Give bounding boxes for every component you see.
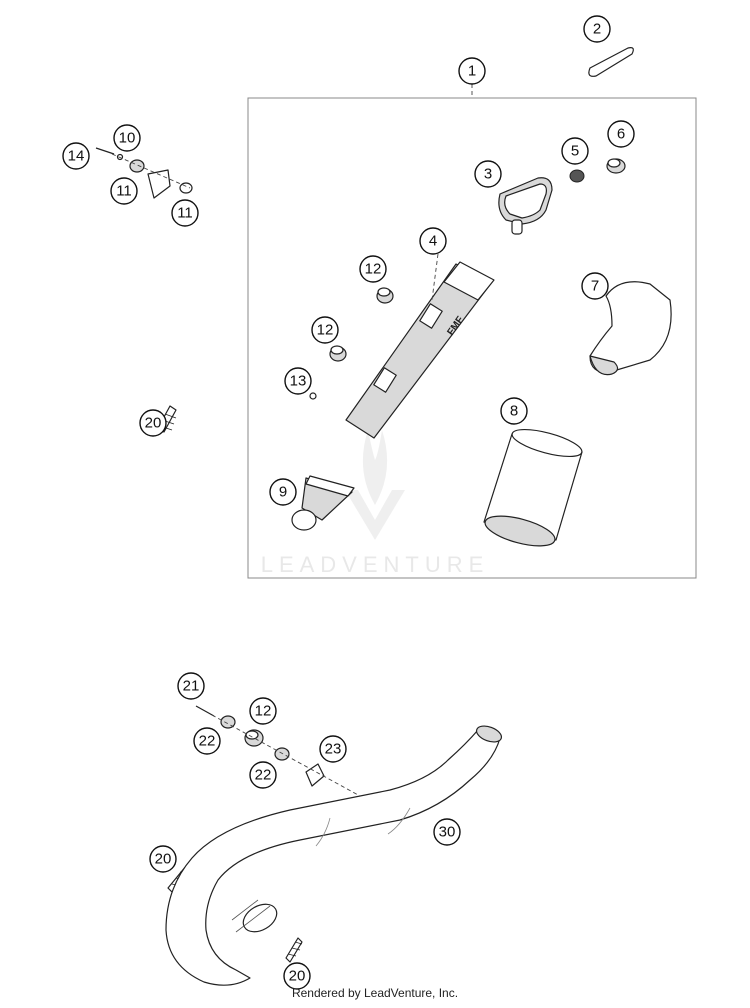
callout-12-lower: 12 <box>249 697 277 725</box>
watermark-text: LEADVENTURE <box>261 552 490 577</box>
part-8-packing-tube <box>483 428 583 547</box>
callout-5: 5 <box>561 137 589 165</box>
svg-text:2: 2 <box>593 21 601 38</box>
svg-text:11: 11 <box>116 183 132 200</box>
callout-11-right: 11 <box>171 199 199 227</box>
svg-text:20: 20 <box>145 415 162 432</box>
part-2-sticker <box>588 47 634 77</box>
part-30-header-pipe <box>165 725 503 986</box>
callout-20-upper: 20 <box>139 409 167 437</box>
watermark: LEADVENTURE <box>261 430 490 577</box>
callout-13: 13 <box>284 367 312 395</box>
callout-22-lower: 22 <box>249 761 277 789</box>
svg-text:13: 13 <box>290 373 307 390</box>
part-7-packing-sheet <box>589 281 672 376</box>
svg-text:1: 1 <box>468 63 476 80</box>
callout-6: 6 <box>607 120 635 148</box>
callout-3: 3 <box>474 160 502 188</box>
part-12-grommet-middle <box>329 345 347 362</box>
svg-text:7: 7 <box>591 278 599 295</box>
part-13-rivet <box>309 392 317 400</box>
callout-7: 7 <box>581 272 609 300</box>
svg-text:12: 12 <box>365 261 382 278</box>
callout-21: 21 <box>177 672 205 700</box>
svg-text:20: 20 <box>289 968 306 985</box>
callout-20-lower-right: 20 <box>283 962 311 990</box>
svg-text:6: 6 <box>617 126 625 143</box>
footer-credit: Rendered by LeadVenture, Inc. <box>291 986 459 1000</box>
leader-4 <box>431 253 439 301</box>
svg-text:11: 11 <box>177 205 193 222</box>
svg-text:14: 14 <box>68 148 85 165</box>
callout-2: 2 <box>583 15 611 43</box>
callout-9: 9 <box>269 478 297 506</box>
svg-text:8: 8 <box>510 403 518 420</box>
svg-text:22: 22 <box>199 733 216 750</box>
svg-text:22: 22 <box>255 767 272 784</box>
svg-text:30: 30 <box>439 824 456 841</box>
callout-4: 4 <box>419 227 447 255</box>
svg-text:5: 5 <box>571 143 579 160</box>
mount-hardware-lower <box>195 705 361 797</box>
callout-1: 1 <box>458 57 486 85</box>
callout-14: 14 <box>62 142 90 170</box>
svg-text:12: 12 <box>317 322 334 339</box>
svg-text:4: 4 <box>429 233 437 250</box>
svg-text:20: 20 <box>155 851 172 868</box>
svg-text:21: 21 <box>183 678 200 695</box>
callout-30: 30 <box>433 818 461 846</box>
callout-20-lower-left: 20 <box>149 845 177 873</box>
callout-12-upper: 12 <box>359 255 387 283</box>
callout-22-upper: 22 <box>193 727 221 755</box>
callout-10: 10 <box>113 124 141 152</box>
callout-8: 8 <box>500 397 528 425</box>
kit-frame <box>247 97 697 579</box>
mount-hardware-upper <box>95 147 193 199</box>
callout-11-left: 11 <box>110 177 138 205</box>
part-20-spring-lower-right <box>285 937 303 963</box>
part-4-silencer-body: FMF <box>345 253 495 439</box>
part-12-grommet-upper <box>376 287 394 304</box>
part-9-inlet-funnel <box>291 475 355 531</box>
callout-12-middle: 12 <box>311 316 339 344</box>
callout-23: 23 <box>319 735 347 763</box>
svg-text:12: 12 <box>255 703 272 720</box>
part-6-plug <box>606 158 626 174</box>
svg-text:23: 23 <box>325 741 342 758</box>
part-3-end-cap <box>498 177 553 235</box>
part-5-screen <box>569 169 585 183</box>
svg-text:3: 3 <box>484 166 492 183</box>
svg-text:9: 9 <box>279 484 287 501</box>
svg-text:10: 10 <box>119 130 136 147</box>
